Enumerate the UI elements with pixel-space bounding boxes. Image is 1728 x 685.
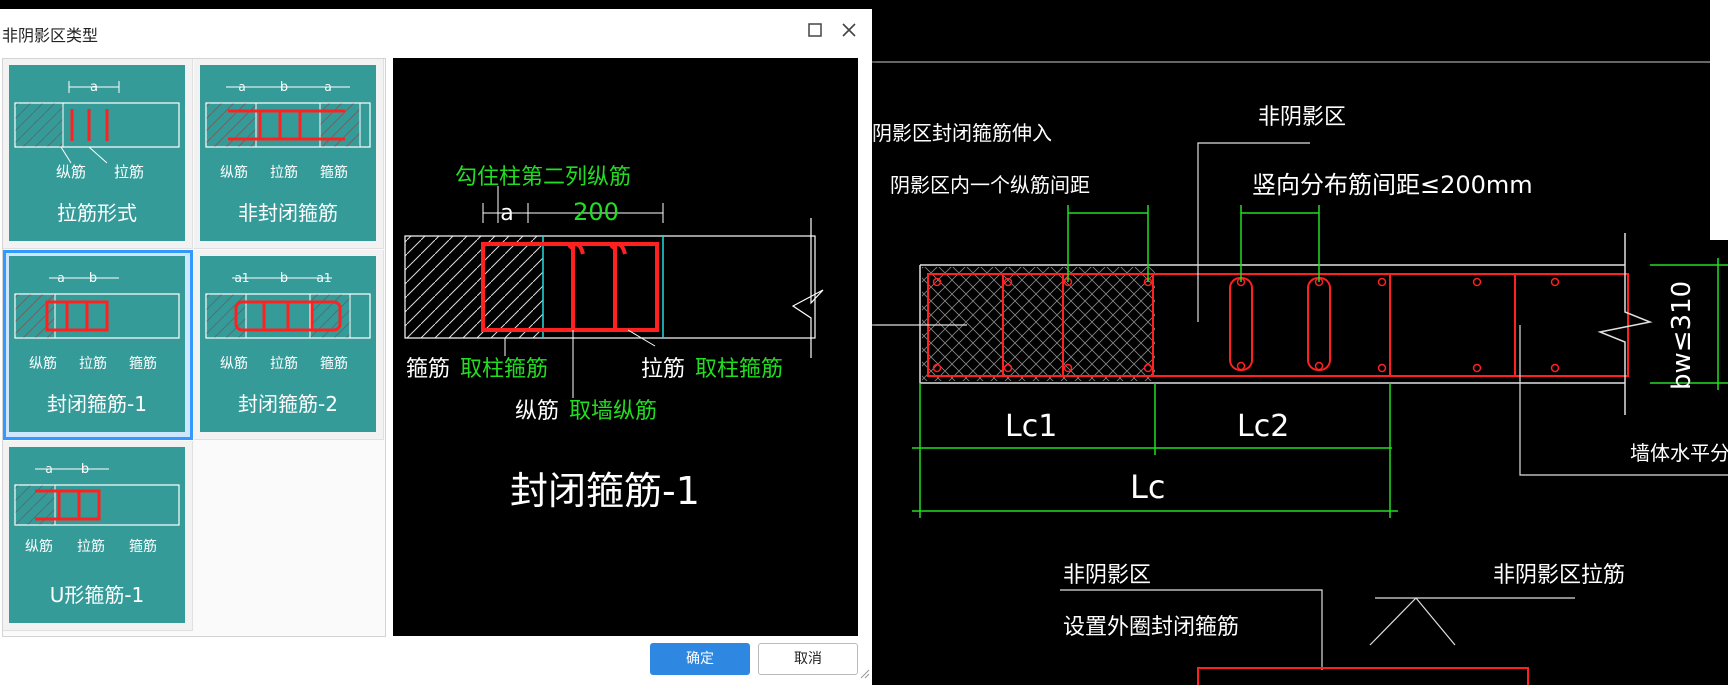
preview-dim-a: a [500,201,513,226]
option-label: 拉筋形式 [57,201,137,225]
cad-wall-horizontal-label: 墙体水平分布筋 [1630,441,1728,465]
bar-stirrup: 箍筋 [320,355,348,372]
cancel-button[interactable]: 取消 [758,643,858,675]
dialog-title: 非阴影区类型 [2,26,99,45]
resize-grip-icon[interactable] [860,664,870,683]
cad-note-top-left-2: 阴影区内一个纵筋间距 [890,173,1090,197]
cad-note-top-left-1: 阴影区封闭箍筋伸入 [872,121,1052,145]
option-closed-stirrup-1[interactable]: a b 纵筋 拉筋 箍筋 封闭箍筋-1 [3,250,193,440]
option-card: a b a 纵筋 拉筋 箍筋 非封闭箍筋 [200,65,376,241]
dim-b: b [89,271,97,286]
option-u-stirrup-1[interactable]: a b 纵筋 拉筋 箍筋 U形箍筋-1 [3,441,193,631]
dialog-title-bar[interactable]: 非阴影区类型 [0,9,872,51]
dim-a: a [45,462,52,476]
preview-tie-source: 取柱箍筋 [695,357,783,382]
option-card: a1 b a1 纵筋 拉筋 箍筋 封闭箍筋-2 [200,256,376,432]
option-card: a b 纵筋 拉筋 箍筋 封闭箍筋-1 [9,256,185,432]
dim-b: b [280,80,288,95]
option-card: a b 纵筋 拉筋 箍筋 U形箍筋-1 [9,447,185,623]
preview-diagram: 勾住柱第二列纵筋 a 200 箍筋 取柱箍筋 拉筋 取柱箍筋 [404,165,824,513]
cad-non-shadow-zone-2-label: 非阴影区 [1063,563,1151,588]
bar-tie: 拉筋 [270,164,298,181]
right-toolbar-strip[interactable] [1710,0,1728,240]
close-icon[interactable] [838,19,860,41]
bar-longitudinal: 纵筋 [220,164,248,181]
preview-long-bar-label: 纵筋 [515,399,559,424]
cad-vertical-spacing-label: 竖向分布筋间距≤200mm [1252,171,1533,199]
option-card: a 纵筋 拉筋 拉筋形式 [9,65,185,241]
option-label: U形箍筋-1 [49,583,145,607]
dim-a: a [238,80,245,94]
option-label: 非封闭箍筋 [238,201,338,225]
bar-longitudinal: 纵筋 [220,355,248,372]
dim-a1: a1 [235,271,250,285]
cad-lc2-label: Lc2 [1237,409,1289,444]
dim-b: b [280,271,288,286]
preview-long-bar-source: 取墙纵筋 [569,399,657,424]
bar-stirrup: 箍筋 [320,164,348,181]
non-shadow-zone-type-dialog: 非阴影区类型 a 纵筋 拉 [0,9,872,685]
ok-button[interactable]: 确定 [650,643,750,675]
maximize-icon[interactable] [804,19,826,41]
preview-stirrup-label: 箍筋 [406,357,450,382]
bar-tie: 拉筋 [270,355,298,372]
bar-stirrup: 箍筋 [129,355,157,372]
preview-tie-label: 拉筋 [641,357,685,382]
preview-stirrup-source: 取柱箍筋 [460,357,548,382]
cad-outer-closed-stirrup-label: 设置外圈封闭箍筋 [1063,615,1239,640]
bar-longitudinal: 纵筋 [56,163,86,181]
option-grid: a 纵筋 拉筋 拉筋形式 a [2,58,386,637]
preview-caption: 封闭箍筋-1 [510,469,700,513]
option-label: 封闭箍筋-2 [238,392,338,416]
cad-non-shadow-tie-label: 非阴影区拉筋 [1493,563,1625,588]
bar-longitudinal: 纵筋 [25,538,53,555]
dim-b: b [81,462,89,477]
dim-a: a [90,80,98,95]
dim-a1-right: a1 [317,271,332,285]
dim-a-right: a [324,80,331,94]
bar-longitudinal: 纵筋 [29,355,57,372]
dim-a: a [57,271,64,285]
bar-tie: 拉筋 [114,163,144,181]
cad-bw-label: bw≤310 [1667,281,1697,390]
preview-dim-200: 200 [573,198,619,226]
bar-tie: 拉筋 [79,355,107,372]
bar-tie: 拉筋 [77,538,105,555]
cad-lc-label: Lc [1130,468,1165,506]
preview-panel: 勾住柱第二列纵筋 a 200 箍筋 取柱箍筋 拉筋 取柱箍筋 [393,58,858,636]
cad-lc1-label: Lc1 [1005,409,1057,444]
option-lajin-form[interactable]: a 纵筋 拉筋 拉筋形式 [3,59,193,249]
preview-top-label: 勾住柱第二列纵筋 [455,165,631,190]
option-non-closed-stirrup[interactable]: a b a 纵筋 拉筋 箍筋 非封闭箍筋 [194,59,384,249]
option-closed-stirrup-2[interactable]: a1 b a1 纵筋 拉筋 箍筋 封闭箍筋-2 [194,250,384,440]
bar-stirrup: 箍筋 [129,538,157,555]
option-label: 封闭箍筋-1 [47,392,147,416]
cad-non-shadow-zone-label: 非阴影区 [1258,105,1346,130]
